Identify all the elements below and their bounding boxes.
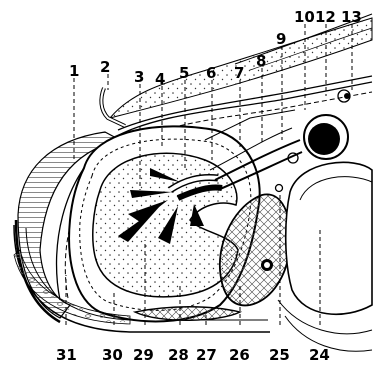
label-4: 4: [155, 70, 165, 88]
label-30: 30: [102, 346, 123, 364]
label-25: 25: [269, 346, 290, 364]
label-26: 26: [229, 346, 250, 364]
vertebral-body: [278, 162, 372, 351]
label-10: 10: [294, 8, 315, 26]
label-31: 31: [56, 346, 77, 364]
label-8: 8: [256, 52, 266, 70]
label-1: 1: [69, 62, 79, 80]
label-5: 5: [179, 64, 189, 82]
label-7: 7: [234, 64, 244, 82]
aorta: [304, 115, 348, 159]
label-9: 9: [276, 30, 286, 48]
label-12: 12: [315, 8, 336, 26]
label-13: 13: [341, 8, 362, 26]
label-29: 29: [133, 346, 154, 364]
label-2: 2: [100, 58, 110, 76]
label-24: 24: [309, 346, 330, 364]
label-28: 28: [168, 346, 189, 364]
label-6: 6: [206, 64, 216, 82]
label-27: 27: [196, 346, 217, 364]
label-3: 3: [134, 68, 144, 86]
